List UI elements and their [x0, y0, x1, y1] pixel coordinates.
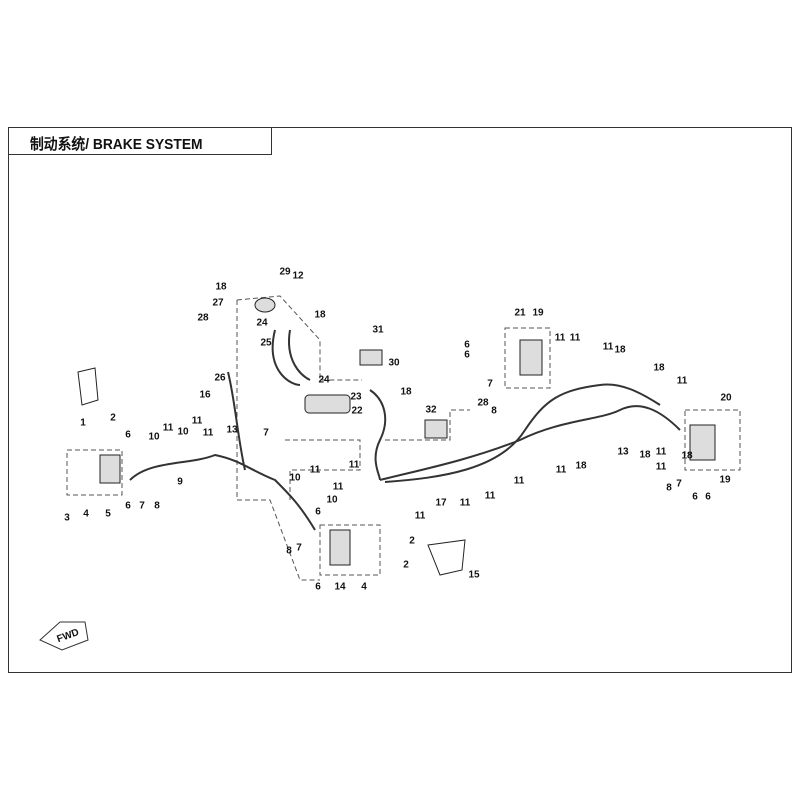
brake-lines: [129, 329, 681, 531]
callout-number: 26: [214, 373, 226, 384]
callout-number: 8: [286, 546, 292, 557]
callout-number: 23: [350, 392, 362, 403]
callout-number: 11: [203, 428, 214, 439]
callout-number: 28: [477, 398, 489, 409]
callout-number: 11: [677, 376, 688, 387]
callout-number: 21: [514, 308, 526, 319]
callout-number: 17: [435, 498, 447, 509]
callout-number: 18: [614, 345, 626, 356]
callout-number: 11: [333, 482, 344, 493]
callout-number: 24: [318, 375, 330, 386]
callout-number: 11: [415, 511, 426, 522]
callout-number: 11: [603, 342, 614, 353]
callout-number: 27: [212, 298, 224, 309]
callout-number: 30: [388, 358, 400, 369]
callout-number: 14: [334, 582, 346, 593]
callout-number: 11: [656, 447, 667, 458]
brake-pedal: [359, 349, 383, 366]
callout-number: 11: [349, 460, 360, 471]
callout-number: 18: [575, 461, 587, 472]
front-left-caliper: [99, 454, 121, 484]
callout-number: 11: [485, 491, 496, 502]
callout-number: 32: [425, 405, 437, 416]
callout-number: 7: [487, 379, 493, 390]
group-outlines: [66, 295, 741, 581]
callout-number: 18: [653, 363, 665, 374]
callout-number: 6: [125, 501, 131, 512]
callout-number: 15: [468, 570, 480, 581]
diagram-frame: [8, 127, 792, 673]
callout-number: 1: [80, 418, 86, 429]
callout-number: 6: [464, 340, 470, 351]
callout-number: 6: [692, 492, 698, 503]
abs-module: [424, 419, 448, 439]
callout-number: 18: [314, 310, 326, 321]
callout-number: 2: [409, 536, 415, 547]
callout-number: 8: [491, 406, 497, 417]
callout-number: 3: [64, 513, 70, 524]
bracket-right: [427, 539, 466, 576]
callout-number: 11: [163, 423, 174, 434]
callout-number: 18: [400, 387, 412, 398]
callout-number: 11: [570, 333, 581, 344]
callout-number: 10: [177, 427, 189, 438]
callout-number: 18: [215, 282, 227, 293]
callout-number: 31: [372, 325, 384, 336]
page-title: 制动系统/ BRAKE SYSTEM: [30, 136, 203, 153]
callout-number: 18: [681, 451, 693, 462]
callout-number: 29: [279, 267, 291, 278]
callout-number: 13: [617, 447, 629, 458]
callout-number: 7: [139, 501, 145, 512]
callout-number: 7: [676, 479, 682, 490]
callout-number: 11: [514, 476, 525, 487]
callout-number: 2: [110, 413, 116, 424]
callout-number: 22: [351, 406, 363, 417]
callout-number: 4: [361, 582, 367, 593]
callout-number: 10: [289, 473, 301, 484]
callout-number: 19: [719, 475, 731, 486]
callout-number: 20: [720, 393, 732, 404]
bracket-left: [77, 367, 99, 406]
callout-number: 25: [260, 338, 272, 349]
reservoir: [254, 297, 276, 313]
callout-number: 4: [83, 509, 89, 520]
callout-number: 11: [555, 333, 566, 344]
callout-number: 24: [256, 318, 268, 329]
callout-number: 10: [326, 495, 338, 506]
callout-number: 6: [315, 507, 321, 518]
callout-number: 7: [296, 543, 302, 554]
rear-right-caliper: [689, 424, 716, 461]
callout-number: 6: [705, 492, 711, 503]
callout-number: 2: [403, 560, 409, 571]
callout-number: 11: [656, 462, 667, 473]
callout-number: 11: [192, 416, 203, 427]
callout-number: 28: [197, 313, 209, 324]
callout-number: 12: [292, 271, 304, 282]
callout-number: 6: [315, 582, 321, 593]
title-box: [8, 127, 272, 155]
master-cylinder: [304, 394, 351, 414]
rear-left-caliper: [329, 529, 351, 566]
callout-number: 19: [532, 308, 544, 319]
callout-number: 6: [125, 430, 131, 441]
callout-number: 13: [226, 425, 238, 436]
callout-number: 8: [154, 501, 160, 512]
callout-number: 10: [148, 432, 160, 443]
callout-number: 11: [556, 465, 567, 476]
callout-number: 7: [263, 428, 269, 439]
callout-number: 5: [105, 509, 111, 520]
callout-number: 11: [310, 465, 321, 476]
callout-number: 11: [460, 498, 471, 509]
callout-number: 6: [464, 350, 470, 361]
front-right-caliper: [519, 339, 543, 376]
fwd-arrow: FWD: [39, 621, 89, 651]
callout-number: 18: [639, 450, 651, 461]
components: [77, 297, 716, 576]
callout-number: 8: [666, 483, 672, 494]
callout-number: 16: [199, 390, 211, 401]
callout-number: 9: [177, 477, 183, 488]
